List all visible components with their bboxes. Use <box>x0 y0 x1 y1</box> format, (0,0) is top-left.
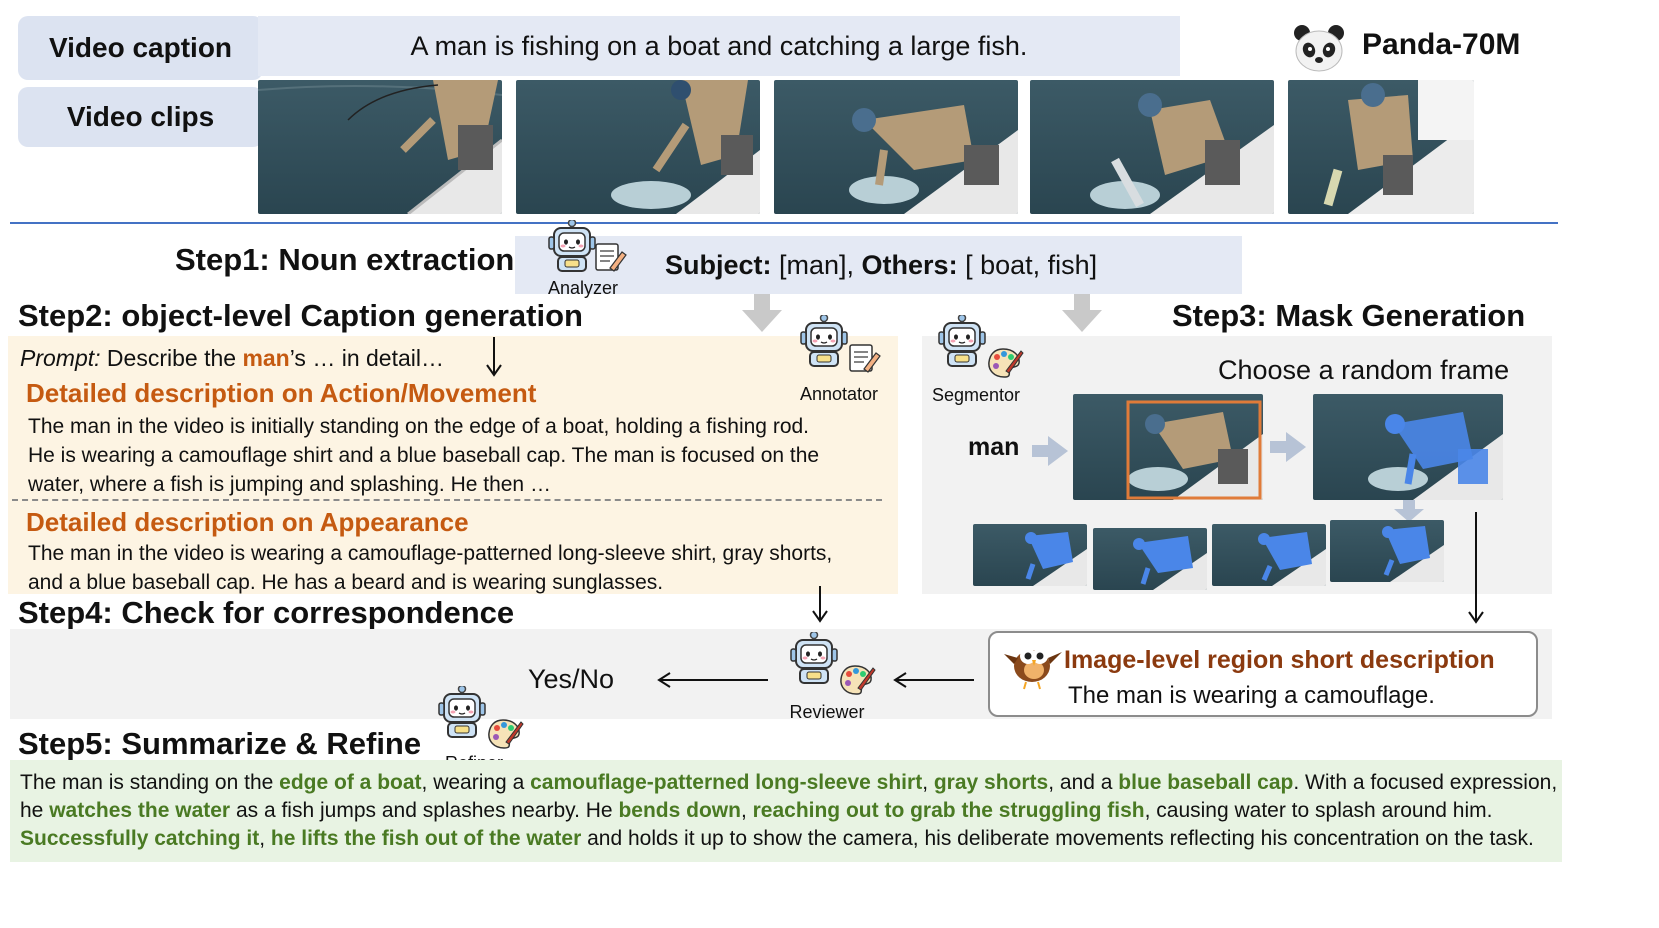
step4-title: Step4: Check for correspondence <box>18 595 515 630</box>
summary-highlight: he lifts the fish out of the water <box>270 827 582 850</box>
noun-extraction-bar: Subject: [man], Others: [ boat, fish] <box>515 236 1242 294</box>
summary-line-3: Successfully catching it, he lifts the f… <box>20 825 1560 853</box>
summary-plain: . With a focused expression, <box>1293 771 1558 794</box>
mask-noun: man <box>968 433 1020 461</box>
step5-title: Step5: Summarize & Refine <box>18 726 422 761</box>
step3-title: Step3: Mask Generation <box>1172 298 1526 333</box>
others-label: Others: <box>861 249 958 280</box>
left-arrow <box>656 670 768 690</box>
video-caption-value: A man is fishing on a boat and catching … <box>410 30 1028 61</box>
summary-plain: , <box>259 827 271 850</box>
gray-right-arrow <box>1270 432 1306 462</box>
appearance-line-1: The man in the video is wearing a camouf… <box>28 542 833 565</box>
summary-plain: The man is standing on the <box>20 771 280 794</box>
summary-plain: , and a <box>1048 771 1119 794</box>
black-down-arrow-long <box>1466 512 1486 626</box>
prompt-post: ’s … in detail… <box>289 345 444 371</box>
analyzer-robot-icon <box>548 218 628 278</box>
prompt-line: Prompt: Describe the man’s … in detail… <box>20 345 444 372</box>
random-frame <box>1073 394 1263 500</box>
summary-line-1: The man is standing on the edge of a boa… <box>20 769 1560 797</box>
black-down-arrow <box>810 586 830 624</box>
summary-highlight: blue baseball cap <box>1118 771 1294 794</box>
summary-plain: as a fish jumps and splashes nearby. He <box>230 799 619 822</box>
choose-frame-text: Choose a random frame <box>1218 355 1510 385</box>
section-divider <box>10 222 1558 224</box>
region-heading: Image-level region short description <box>1064 646 1495 674</box>
video-frame-2 <box>516 80 760 214</box>
analyzer-label: Analyzer <box>547 278 619 298</box>
caption-generation-panel <box>8 336 898 594</box>
action-line-3: water, where a fish is jumping and splas… <box>28 473 551 496</box>
summary-plain: , wearing a <box>421 771 531 794</box>
video-frame-4 <box>1030 80 1274 214</box>
panda-icon <box>1292 24 1346 72</box>
gray-down-arrow-small <box>1394 500 1424 522</box>
subject-label: Subject: <box>665 249 772 280</box>
summary-highlight: Successfully catching it <box>20 827 260 850</box>
masked-clip-frame-4 <box>1330 520 1444 582</box>
appearance-line-2: and a blue baseball cap. He has a beard … <box>28 571 664 594</box>
summary-text: The man is standing on the edge of a boa… <box>20 769 1560 853</box>
video-clips-text: Video clips <box>66 101 215 132</box>
segmentor-robot-icon <box>938 313 1028 381</box>
region-text: The man is wearing a camouflage. <box>1068 682 1435 709</box>
video-caption-label: Video caption <box>18 16 263 80</box>
summary-plain: , <box>922 771 934 794</box>
black-down-arrow <box>484 337 504 379</box>
bird-icon <box>1004 636 1062 690</box>
segmentor-label: Segmentor <box>931 385 1021 405</box>
dashed-separator <box>12 499 882 501</box>
summary-line-2: he watches the water as a fish jumps and… <box>20 797 1560 825</box>
annotator-label: Annotator <box>799 384 879 404</box>
video-caption-text: Video caption <box>48 32 233 63</box>
action-description: The man in the video is initially standi… <box>28 412 888 499</box>
masked-frame <box>1313 394 1503 500</box>
action-line-2: He is wearing a camouflage shirt and a b… <box>28 444 820 467</box>
prompt-label: Prompt: <box>20 345 101 371</box>
dataset-name: Panda-70M <box>1362 28 1521 61</box>
subject-value: [man], <box>771 249 862 280</box>
step1-title: Step1: Noun extraction <box>175 242 515 277</box>
video-frame-3 <box>774 80 1018 214</box>
summary-panel <box>10 760 1562 862</box>
action-heading: Detailed description on Action/Movement <box>26 378 537 408</box>
others-value: [ boat, fish] <box>957 249 1098 280</box>
summary-highlight: watches the water <box>49 799 231 822</box>
summary-highlight: edge of a boat <box>279 771 422 794</box>
summary-plain: , <box>740 799 753 822</box>
video-frame-1 <box>258 80 502 214</box>
action-line-1: The man in the video is initially standi… <box>28 415 810 438</box>
summary-highlight: camouflage-patterned long-sleeve shirt <box>530 771 923 794</box>
prompt-pre: Describe the <box>100 345 243 371</box>
reviewer-label: Reviewer <box>789 702 865 722</box>
video-frame-5 <box>1288 80 1474 214</box>
summary-highlight: reaching out to grab the struggling fish <box>752 799 1145 822</box>
appearance-heading: Detailed description on Appearance <box>26 507 469 537</box>
refiner-robot-icon <box>438 684 526 752</box>
video-clips-label: Video clips <box>18 87 263 147</box>
left-arrow <box>892 670 974 690</box>
summary-highlight: bends down <box>618 799 741 822</box>
gray-down-arrow <box>742 294 782 332</box>
summary-plain: and holds it up to show the camera, his … <box>581 827 1534 850</box>
prompt-noun: man <box>242 345 290 371</box>
annotator-robot-icon <box>800 313 882 377</box>
reviewer-robot-icon <box>790 630 880 698</box>
masked-clip-frame-2 <box>1093 528 1207 590</box>
masked-clip-frame-1 <box>973 524 1087 586</box>
summary-plain: he <box>20 799 50 822</box>
yes-no-text: Yes/No <box>528 664 615 694</box>
region-description-box <box>988 631 1538 717</box>
video-caption-bar: A man is fishing on a boat and catching … <box>258 16 1180 76</box>
gray-down-arrow <box>1062 294 1102 332</box>
appearance-description: The man in the video is wearing a camouf… <box>28 539 888 597</box>
summary-highlight: gray shorts <box>933 771 1049 794</box>
masked-clip-frame-3 <box>1212 524 1326 586</box>
gray-right-arrow <box>1032 436 1068 466</box>
step2-title: Step2: object-level Caption generation <box>18 298 583 333</box>
summary-plain: , causing water to splash around him. <box>1144 799 1493 822</box>
